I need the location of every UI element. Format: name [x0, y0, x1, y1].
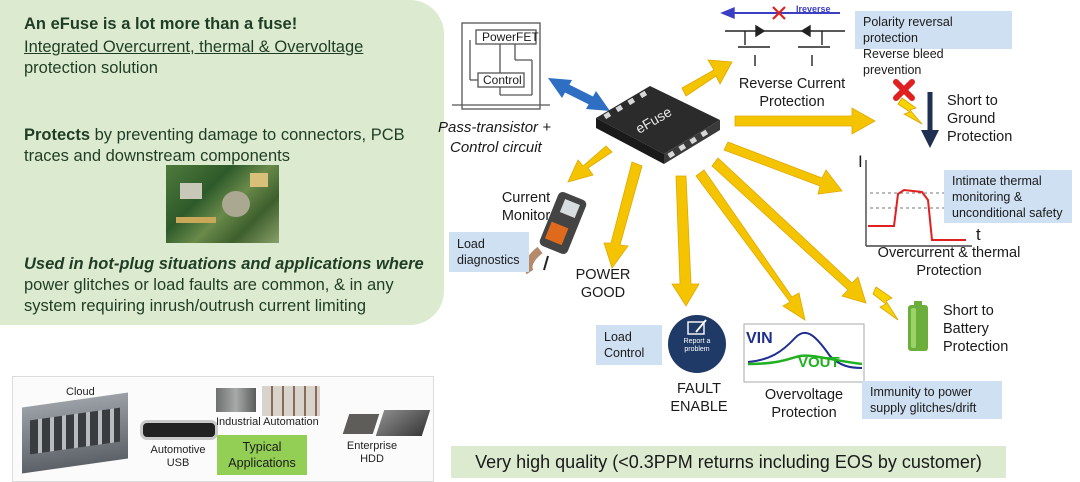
protects-text: Protects by preventing damage to connect…: [24, 126, 405, 144]
pcb-component: [180, 183, 202, 199]
protects-text-2: traces and downstream components: [24, 147, 290, 165]
industrial-label: Industrial Automation: [216, 416, 319, 428]
axis-t-label: t: [976, 225, 981, 244]
pcb-trace: [176, 217, 216, 223]
server-bays: [30, 407, 120, 455]
powerfet-label: PowerFET: [482, 30, 539, 44]
multimeter-icon: [524, 192, 587, 275]
intro-subtitle: Integrated Overcurrent, thermal & Overvo…: [24, 38, 364, 56]
lightning-icon: [897, 97, 923, 125]
red-cross-icon: [772, 6, 786, 20]
red-x-icon: [893, 79, 915, 101]
overcurrent-graph: [865, 160, 972, 247]
usb-c-icon: [140, 420, 218, 440]
pcb-component: [250, 173, 268, 187]
axis-i-label: I: [858, 152, 863, 171]
quality-banner: Very high quality (<0.3PPM returns inclu…: [451, 446, 1006, 478]
ireverse-label: Ireverse: [796, 4, 831, 14]
vin-label: VIN: [746, 330, 773, 347]
circuit-caption-1: Pass-transistor +: [438, 119, 551, 136]
intro-title: An eFuse is a lot more than a fuse!: [24, 15, 298, 33]
ground-arrow-icon: [921, 92, 939, 148]
blue-double-arrow: [548, 78, 610, 111]
usage-text-1: Used in hot-plug situations and applicat…: [24, 255, 424, 273]
circuit-schematic: [452, 22, 550, 110]
industrial-rack-photo: [262, 386, 320, 416]
yellow-arrows: [567, 59, 876, 321]
industrial-device-photo: [216, 388, 256, 412]
pcb-photo: [166, 165, 279, 243]
intro-subtitle-2: protection solution: [24, 59, 158, 77]
vout-label: VOUT: [798, 354, 840, 371]
usage-text-2: power glitches or load faults are common…: [24, 276, 394, 294]
usage-text-3: system requiring inrush/outrush current …: [24, 297, 367, 315]
pcb-component: [222, 191, 250, 217]
efuse-chip: [596, 86, 720, 164]
control-label: Control: [483, 73, 522, 87]
reverse-current-schematic: [720, 6, 845, 66]
lightning-icon: [872, 286, 899, 321]
circuit-caption-2: Control circuit: [450, 139, 542, 156]
overvoltage-graph: [743, 323, 865, 383]
report-problem-icon: [668, 315, 726, 373]
intro-panel: [0, 0, 444, 325]
battery-icon: [908, 301, 928, 351]
cloud-label: Cloud: [66, 386, 95, 398]
hdd-photo: [375, 410, 431, 436]
